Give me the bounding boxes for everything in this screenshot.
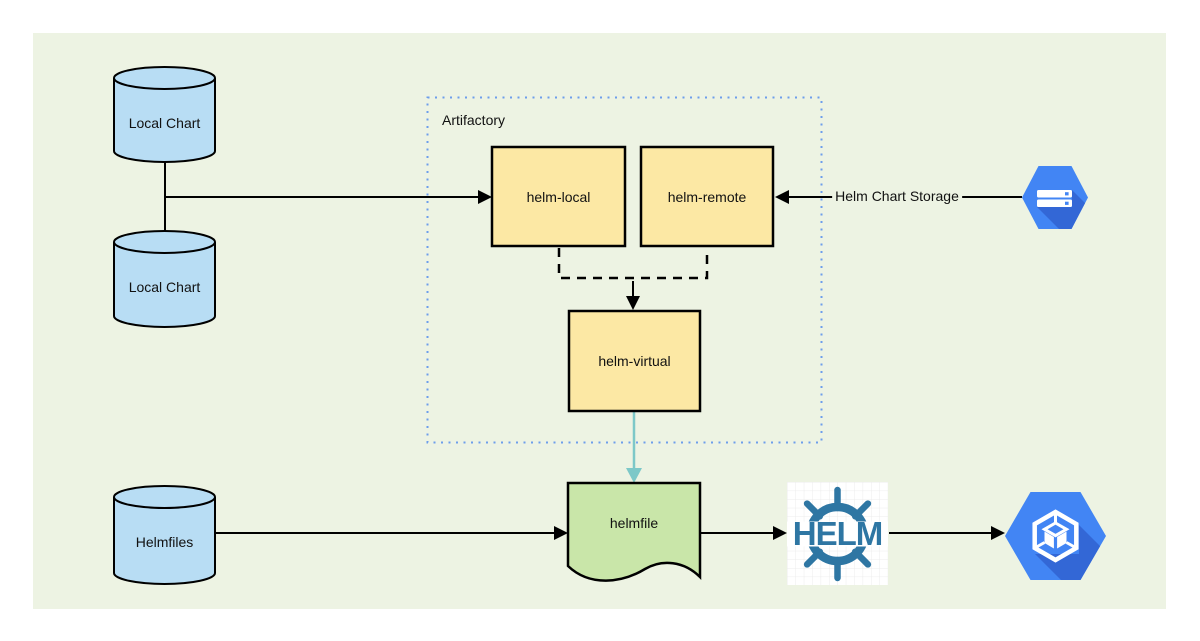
gke-cube-right-face — [1057, 531, 1067, 549]
cloud-storage-dot-bottom — [1065, 201, 1069, 205]
cloud-storage-shadow — [1037, 190, 1088, 229]
helm-wheel-text-band — [787, 521, 888, 547]
cloud-storage-icon — [1022, 166, 1088, 229]
connector-arrowheads — [478, 190, 1005, 540]
arrowhead-into-helm-local — [478, 190, 492, 204]
local-chart-bottom-cylinder-lid — [113, 230, 216, 254]
arrowhead-into-helm-logo — [773, 526, 787, 540]
cloud-storage-dot-top — [1065, 192, 1069, 196]
helm-virtual-box — [567, 309, 702, 413]
arrowhead-into-helmfile — [554, 526, 568, 540]
helm-logo-text: HELM — [793, 515, 883, 552]
helm-virtual-label: helm-virtual — [598, 353, 671, 369]
cloud-storage-bar-top — [1037, 190, 1072, 198]
local-chart-bottom-cylinder — [113, 242, 216, 328]
helm-logo-icon: HELM — [787, 482, 888, 585]
helmfile-label: helmfile — [609, 515, 659, 531]
helm-local-label: helm-local — [526, 189, 591, 205]
cloud-storage-bar-bottom — [1037, 199, 1072, 207]
local-chart-top-cylinder — [113, 78, 216, 163]
helm-remote-box — [639, 145, 775, 248]
helm-remote-label: helm-remote — [667, 189, 747, 205]
arrowhead-into-helm-virtual — [626, 296, 640, 310]
local-chart-top-cylinder-lid — [113, 66, 216, 90]
helmfiles-cylinder — [113, 497, 216, 585]
helmfiles-label: Helmfiles — [135, 534, 194, 550]
gke-inner-hexagon — [1032, 509, 1079, 563]
gke-cube — [1033, 512, 1078, 550]
local-chart-top-label: Local Chart — [128, 115, 201, 131]
helmfile-document — [566, 481, 702, 582]
gke-cube-left-face — [1044, 531, 1054, 549]
repo-boxes — [490, 145, 775, 413]
cylinders — [113, 66, 216, 585]
helm-local-box — [490, 145, 627, 248]
helmfiles-cylinder-lid — [113, 485, 216, 509]
helm-chart-storage-label: Helm Chart Storage — [832, 188, 962, 204]
local-chart-bottom-label: Local Chart — [128, 279, 201, 295]
teal-arrowhead-into-helmfile — [626, 468, 642, 483]
dashed-bracket — [557, 248, 709, 280]
artifactory-label: Artifactory — [442, 112, 506, 128]
gke-shadow — [1035, 525, 1106, 580]
arrowhead-into-helm-remote — [775, 190, 789, 204]
kubernetes-engine-icon — [1005, 492, 1106, 580]
artifactory-group-box — [426, 96, 823, 444]
arrowhead-into-gke — [991, 526, 1005, 540]
